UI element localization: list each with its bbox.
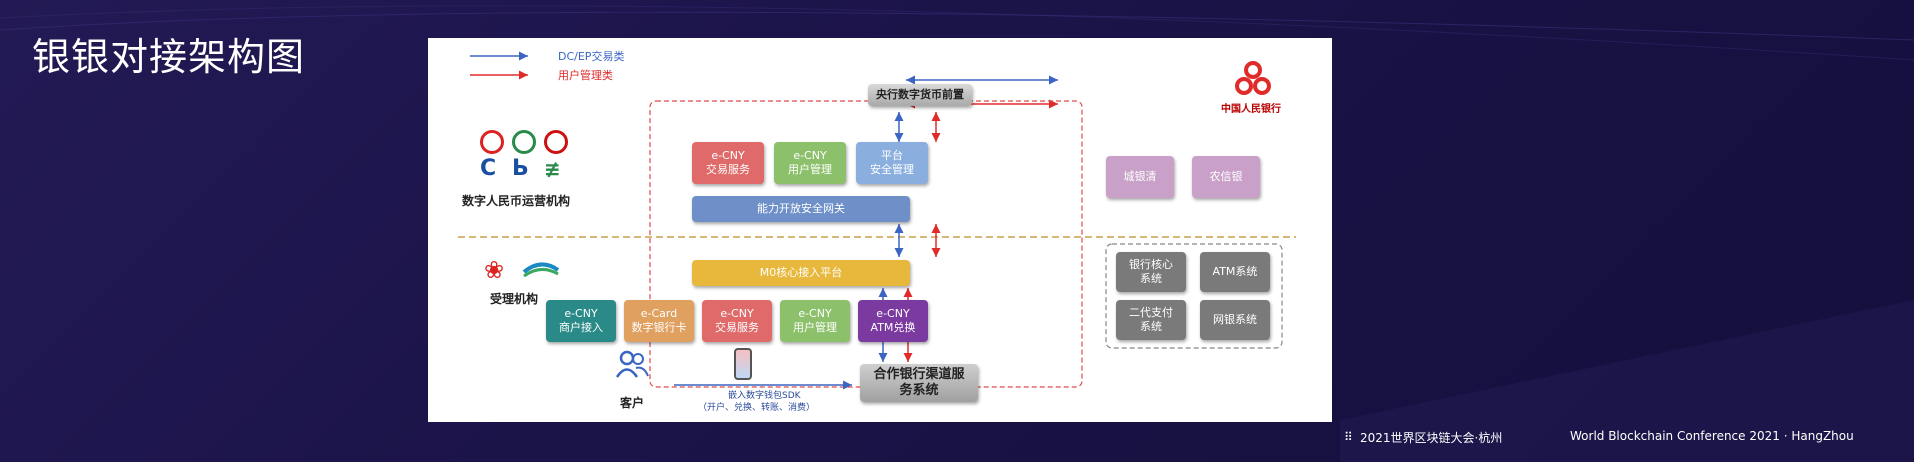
clearing-rural-bank: 农信银 xyxy=(1192,156,1260,198)
partner-channel-system: 合作银行渠道服 务系统 xyxy=(860,364,978,402)
psbc-logo-icon: ≢ xyxy=(544,157,561,181)
ecny-merchant-access: e-CNY 商户接入 xyxy=(546,300,616,342)
sdk-label: 嵌入数字钱包SDK xyxy=(728,391,801,401)
icbc-logo-icon xyxy=(480,130,504,154)
legend-trade: DC/EP交易类 xyxy=(558,50,625,63)
ccb-logo-icon: C xyxy=(480,156,497,181)
core-ecny-user: e-CNY 用户管理 xyxy=(774,142,846,184)
bocom-logo-icon: Ь xyxy=(512,156,529,181)
customer-label: 客户 xyxy=(620,396,645,410)
atm-system: ATM系统 xyxy=(1200,252,1270,292)
customer-icon xyxy=(614,350,650,378)
pboc-front-box: 央行数字货币前置 xyxy=(868,84,972,106)
clearing-city-bank: 城银清 xyxy=(1106,156,1174,198)
acceptors-label: 受理机构 xyxy=(490,292,539,306)
bank-core-system: 银行核心 系统 xyxy=(1116,252,1186,292)
ebank-system: 网银系统 xyxy=(1200,300,1270,340)
pboc-logo-text: 中国人民银行 xyxy=(1221,104,1281,115)
blockchain-logo-icon: ⠿ xyxy=(1344,430,1353,444)
security-gateway: 能力开放安全网关 xyxy=(692,196,910,222)
footer-left: 2021世界区块链大会·杭州 xyxy=(1360,431,1503,445)
legend-user: 用户管理类 xyxy=(558,69,613,82)
slide-title: 银银对接架构图 xyxy=(32,35,306,79)
unionpay-logo-icon: ❀ xyxy=(484,256,505,284)
payment2-system: 二代支付 系统 xyxy=(1116,300,1186,340)
phone-icon xyxy=(734,348,752,380)
boc-logo-icon xyxy=(544,130,568,154)
m0-platform: M0核心接入平台 xyxy=(692,260,910,286)
ecny-user-management: e-CNY 用户管理 xyxy=(780,300,850,342)
ecny-trade-service: e-CNY 交易服务 xyxy=(702,300,772,342)
abc-logo-icon xyxy=(512,130,536,154)
alipay-logo-icon xyxy=(522,260,560,278)
operators-label: 数字人民币运营机构 xyxy=(462,194,571,208)
architecture-diagram: DC/EP交易类 用户管理类 央行数字货币前置 中国人民银行 C Ь ≢ 数字人… xyxy=(428,38,1332,422)
sdk-actions: （开户、兑换、转账、消费） xyxy=(698,403,816,413)
ecard-box: e-Card 数字银行卡 xyxy=(624,300,694,342)
ecny-atm-exchange: e-CNY ATM兑换 xyxy=(858,300,928,342)
core-platform-security: 平台 安全管理 xyxy=(856,142,928,184)
core-ecny-trade: e-CNY 交易服务 xyxy=(692,142,764,184)
bank-systems-frame xyxy=(1105,243,1283,349)
pboc-logo-icon xyxy=(1233,60,1273,100)
footer-right: World Blockchain Conference 2021 · HangZ… xyxy=(1570,429,1854,443)
